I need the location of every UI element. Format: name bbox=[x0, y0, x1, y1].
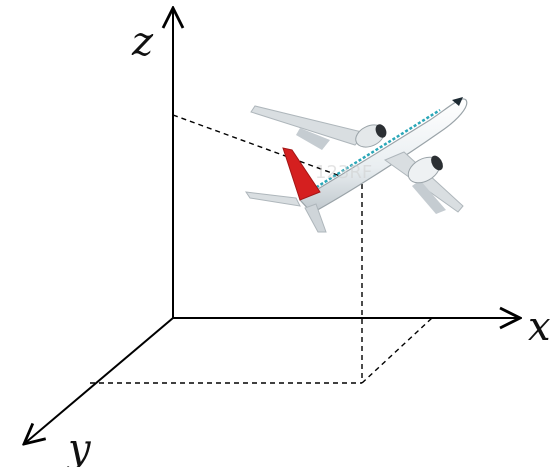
airplane-fuselage bbox=[299, 98, 468, 214]
airplane-tail-fin bbox=[282, 147, 321, 201]
y-axis-label: y bbox=[66, 426, 92, 467]
x-axis-label: x bbox=[528, 304, 551, 350]
z-axis-label: z bbox=[131, 19, 154, 65]
projection-z-to-plane bbox=[172, 114, 363, 185]
airplane-window-stripe bbox=[311, 108, 441, 192]
projection-ground-x bbox=[361, 317, 433, 384]
watermark-text: 123RF bbox=[315, 162, 372, 183]
airplane-icon bbox=[244, 97, 468, 233]
y-axis bbox=[24, 317, 174, 444]
axes bbox=[24, 8, 520, 444]
projection-lines bbox=[90, 114, 433, 384]
